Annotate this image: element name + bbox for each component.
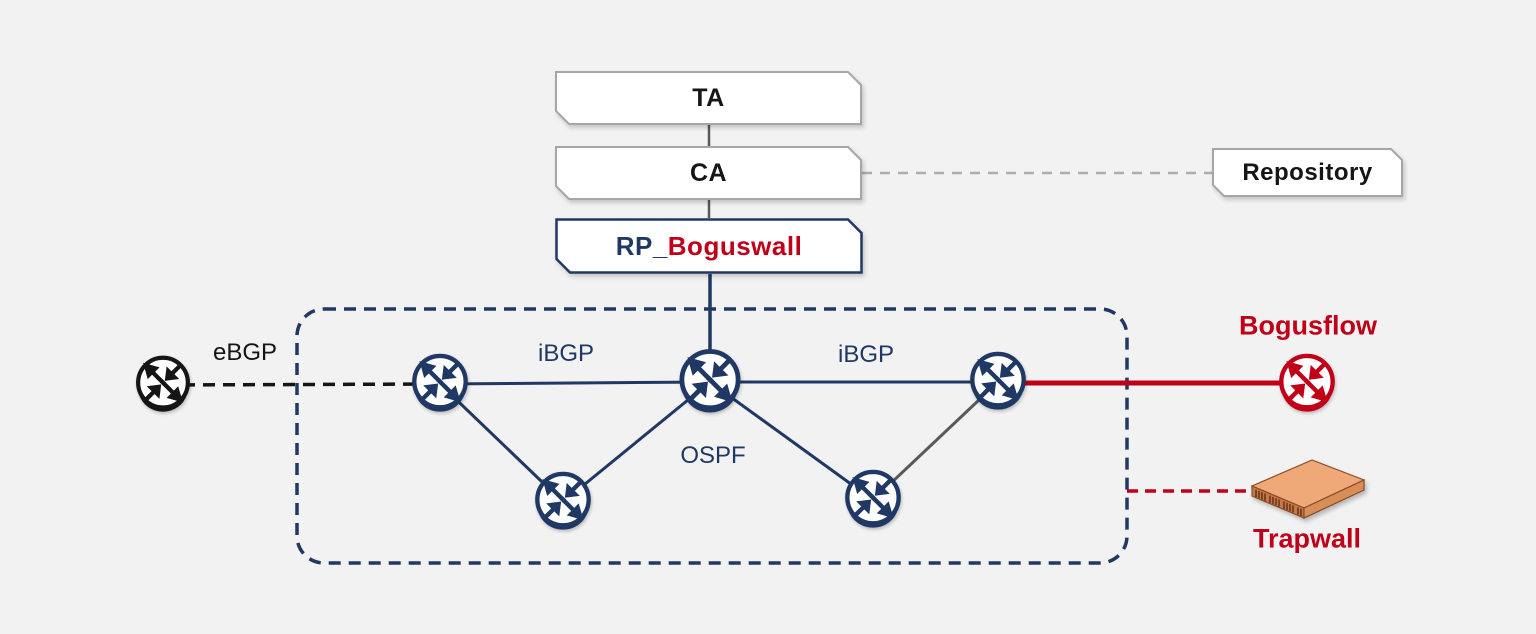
link-ospf-center-left bbox=[562, 380, 711, 504]
trapwall-label: Trapwall bbox=[1252, 523, 1362, 554]
rp-name-label: Boguswall bbox=[667, 230, 803, 261]
border-router-left-icon bbox=[409, 352, 471, 421]
internal-router-bottom-right-icon bbox=[842, 468, 904, 537]
border-router-right-icon bbox=[967, 350, 1029, 419]
core-router-center-icon bbox=[676, 347, 744, 422]
repository-box: Repository bbox=[1212, 148, 1403, 197]
internal-router-bottom-left-icon bbox=[532, 470, 594, 539]
as-boundary-box bbox=[295, 307, 1129, 565]
ta-label: TA bbox=[692, 83, 725, 112]
rp-boguswall-box: RP_Boguswall bbox=[555, 218, 863, 274]
ca-label: CA bbox=[689, 158, 728, 187]
ibgp-left-label: iBGP bbox=[537, 340, 595, 367]
trapwall-appliance-icon bbox=[1248, 456, 1368, 525]
rp-label: RP_Boguswall bbox=[555, 218, 863, 274]
ospf-label: OSPF bbox=[680, 442, 746, 469]
ca-box: CA bbox=[555, 146, 862, 200]
bogusflow-router-icon bbox=[1276, 352, 1338, 421]
link-ospf-center-right bbox=[709, 380, 874, 502]
ebgp-label: eBGP bbox=[212, 339, 278, 366]
link-ebgp bbox=[162, 382, 441, 387]
external-ebgp-router-icon bbox=[133, 354, 193, 421]
ta-box: TA bbox=[555, 71, 862, 125]
link-ibgp-left bbox=[439, 380, 711, 386]
rp-prefix-label: RP_ bbox=[615, 230, 668, 261]
repository-label: Repository bbox=[1242, 158, 1373, 186]
ibgp-right-label: iBGP bbox=[837, 341, 895, 368]
bogusflow-label: Bogusflow bbox=[1239, 310, 1377, 341]
